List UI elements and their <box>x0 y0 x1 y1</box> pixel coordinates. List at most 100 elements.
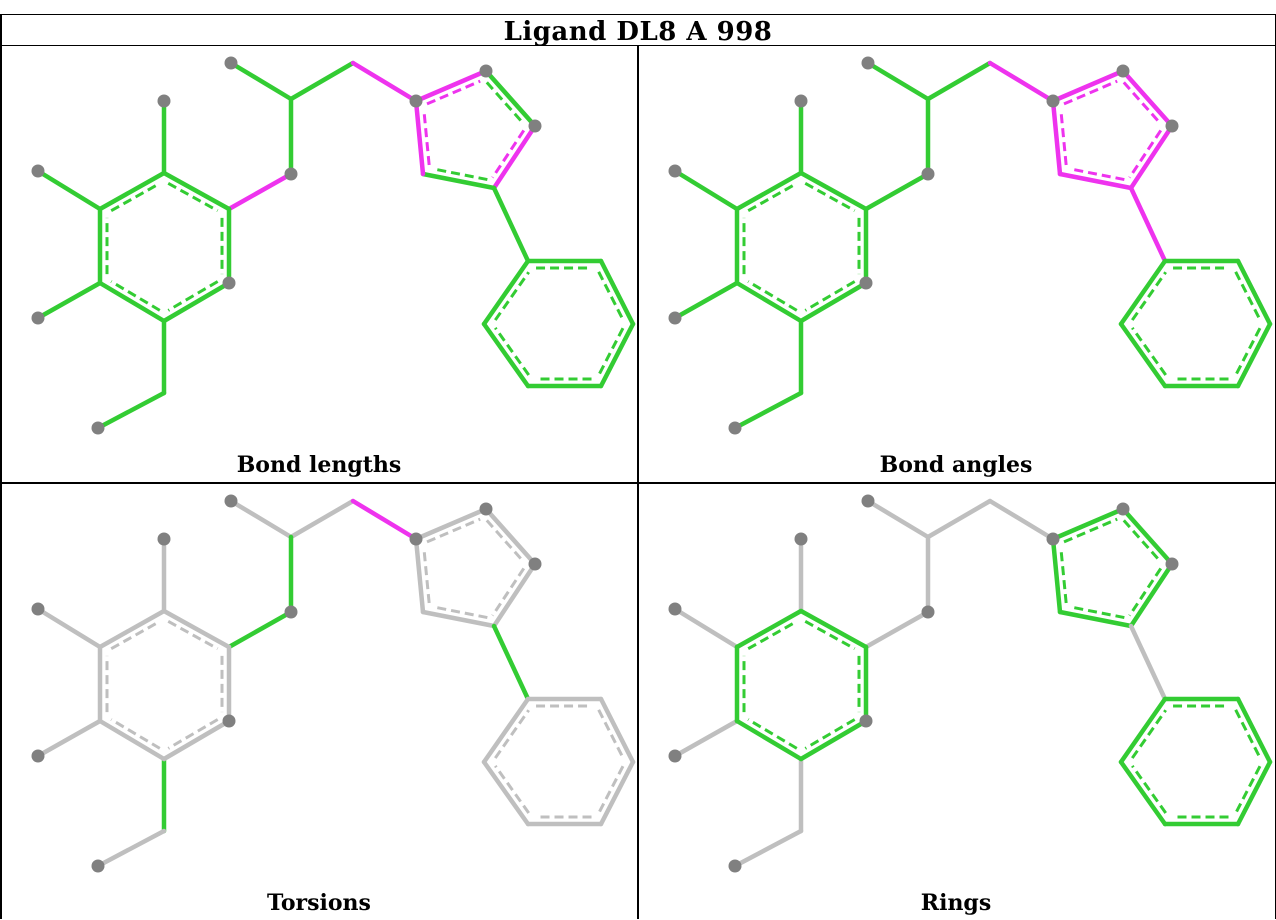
molecule-torsions <box>1 484 637 920</box>
atom-a16 <box>158 533 171 546</box>
caption-bond-lengths: Bond lengths <box>1 452 637 478</box>
bond-b12 <box>1131 564 1172 626</box>
bond-b12 <box>494 564 535 626</box>
bond-b2 <box>928 501 990 537</box>
bond-b20 <box>100 173 164 209</box>
bond-b27 <box>601 261 633 324</box>
aromatic-dash-b14 <box>424 548 429 603</box>
caption-bond-angles: Bond angles <box>638 452 1274 478</box>
bond-b13 <box>1060 174 1131 188</box>
bond-b1 <box>231 501 291 537</box>
bond-b9 <box>353 63 416 101</box>
bond-b25 <box>735 393 801 428</box>
bond-b24 <box>38 283 100 318</box>
atom-a11 <box>860 715 873 728</box>
aromatic-dash-b14 <box>1061 548 1066 603</box>
bond-b17 <box>164 721 229 759</box>
bond-b1 <box>231 63 291 99</box>
bond-b7 <box>229 612 291 647</box>
bond-b11 <box>1123 71 1172 126</box>
bond-b24 <box>675 283 737 318</box>
atom-a20 <box>729 860 742 873</box>
bond-b10 <box>1053 509 1123 539</box>
bond-b24 <box>675 721 737 756</box>
bond-b17 <box>801 721 866 759</box>
bond-b31 <box>484 261 528 324</box>
bond-b21 <box>801 611 866 647</box>
bond-b30 <box>484 762 528 824</box>
atom-a1 <box>862 57 875 70</box>
bond-b11 <box>486 509 535 564</box>
atom-a20 <box>92 422 105 435</box>
bond-b23 <box>38 171 100 209</box>
bond-b15 <box>1131 188 1165 261</box>
bond-b25 <box>98 831 164 866</box>
aromatic-dash-b14 <box>1061 110 1066 165</box>
bond-b18 <box>100 283 164 321</box>
atom-a17 <box>32 603 45 616</box>
atom-a4 <box>410 533 423 546</box>
bond-b20 <box>737 611 801 647</box>
bond-b20 <box>737 173 801 209</box>
atom-a18 <box>669 312 682 325</box>
bond-b13 <box>1060 612 1131 626</box>
aromatic-dash-b11 <box>487 82 524 124</box>
atom-a18 <box>32 312 45 325</box>
aromatic-dash-b31 <box>495 272 528 320</box>
atom-a5 <box>480 503 493 516</box>
bond-b18 <box>737 283 801 321</box>
panel-bond-lengths: Bond lengths <box>1 46 637 482</box>
bond-b13 <box>423 174 494 188</box>
bond-b15 <box>494 188 528 261</box>
atom-a5 <box>1117 65 1130 78</box>
bond-b7 <box>229 174 291 209</box>
bond-b27 <box>601 699 633 762</box>
aromatic-dash-b31 <box>495 710 528 758</box>
bond-b13 <box>423 612 494 626</box>
bond-b17 <box>801 283 866 321</box>
atom-a9 <box>922 168 935 181</box>
bond-b14 <box>1053 101 1060 174</box>
molecule-bond-lengths <box>1 46 637 482</box>
caption-torsions: Torsions <box>1 890 637 916</box>
atom-a1 <box>862 495 875 508</box>
aromatic-dash-b31 <box>1132 272 1165 320</box>
bond-b12 <box>494 126 535 188</box>
atom-a18 <box>669 750 682 763</box>
aromatic-dash-b30 <box>495 328 528 375</box>
atom-a1 <box>225 57 238 70</box>
atom-a17 <box>669 603 682 616</box>
bond-b2 <box>291 63 353 99</box>
atom-a17 <box>32 165 45 178</box>
bond-b23 <box>675 171 737 209</box>
atom-a9 <box>285 606 298 619</box>
atom-a16 <box>795 95 808 108</box>
bond-b11 <box>1123 509 1172 564</box>
bond-b14 <box>416 101 423 174</box>
atom-a6 <box>1166 558 1179 571</box>
atom-a11 <box>860 277 873 290</box>
bond-b20 <box>100 611 164 647</box>
bond-b30 <box>484 324 528 386</box>
bond-b21 <box>801 173 866 209</box>
atom-a6 <box>529 558 542 571</box>
bond-b9 <box>990 63 1053 101</box>
bond-b1 <box>868 501 928 537</box>
bond-b28 <box>601 324 633 386</box>
atom-a11 <box>223 277 236 290</box>
bond-b25 <box>98 393 164 428</box>
bond-b28 <box>1238 324 1270 386</box>
bond-b2 <box>928 63 990 99</box>
bond-b27 <box>1238 261 1270 324</box>
atom-a6 <box>1166 120 1179 133</box>
bond-b10 <box>416 71 486 101</box>
atom-a20 <box>92 860 105 873</box>
aromatic-dash-b11 <box>1124 520 1161 562</box>
bond-b18 <box>737 721 801 759</box>
atom-a4 <box>1047 533 1060 546</box>
panel-torsions: Torsions <box>1 484 637 920</box>
atom-a5 <box>1117 503 1130 516</box>
bond-b11 <box>486 71 535 126</box>
bond-b9 <box>353 501 416 539</box>
bond-b24 <box>38 721 100 756</box>
